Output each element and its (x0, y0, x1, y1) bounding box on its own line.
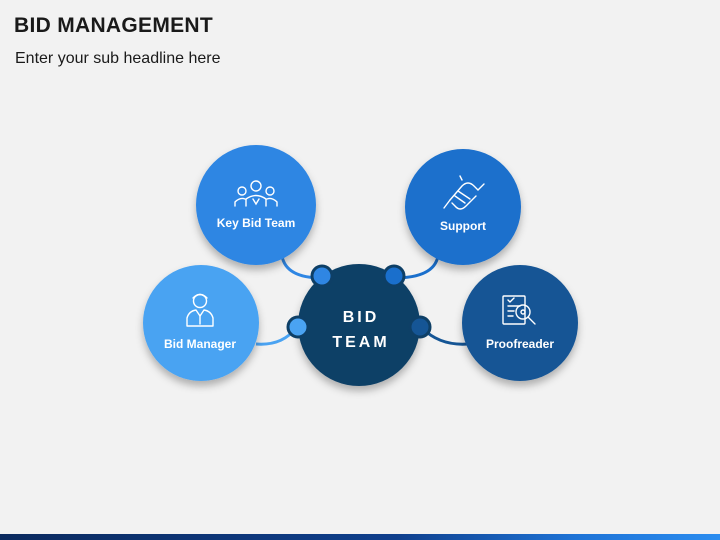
node-circle (405, 149, 521, 265)
document-search-icon (502, 295, 536, 325)
node-label-support: Support (440, 219, 486, 233)
bottom-accent-bar (0, 534, 720, 540)
center-circle (298, 264, 420, 386)
center-label-line1: BID (343, 309, 380, 326)
dot-support (382, 264, 406, 288)
dot-bid-manager (286, 315, 310, 339)
node-label-key-bid-team: Key Bid Team (217, 216, 295, 230)
page-subtitle: Enter your sub headline here (15, 50, 221, 67)
center-label-line2: TEAM (332, 334, 389, 351)
team-icon (234, 180, 278, 207)
node-key-bid-team[interactable]: Key Bid Team (196, 145, 316, 265)
center-node[interactable]: BID TEAM (298, 264, 420, 386)
node-circle (462, 265, 578, 381)
node-circle (143, 265, 259, 381)
dot-key-bid-team (310, 264, 334, 288)
node-support[interactable]: Support (405, 149, 521, 265)
node-bid-manager[interactable]: Bid Manager (143, 265, 259, 381)
page-title: BID MANAGEMENT (14, 14, 214, 37)
node-proofreader[interactable]: Proofreader (462, 265, 578, 381)
handshake-icon (443, 175, 485, 210)
connector-dots (286, 264, 432, 339)
dot-proofreader (408, 315, 432, 339)
node-label-bid-manager: Bid Manager (164, 337, 236, 351)
manager-icon (186, 293, 214, 327)
node-label-proofreader: Proofreader (486, 337, 554, 351)
